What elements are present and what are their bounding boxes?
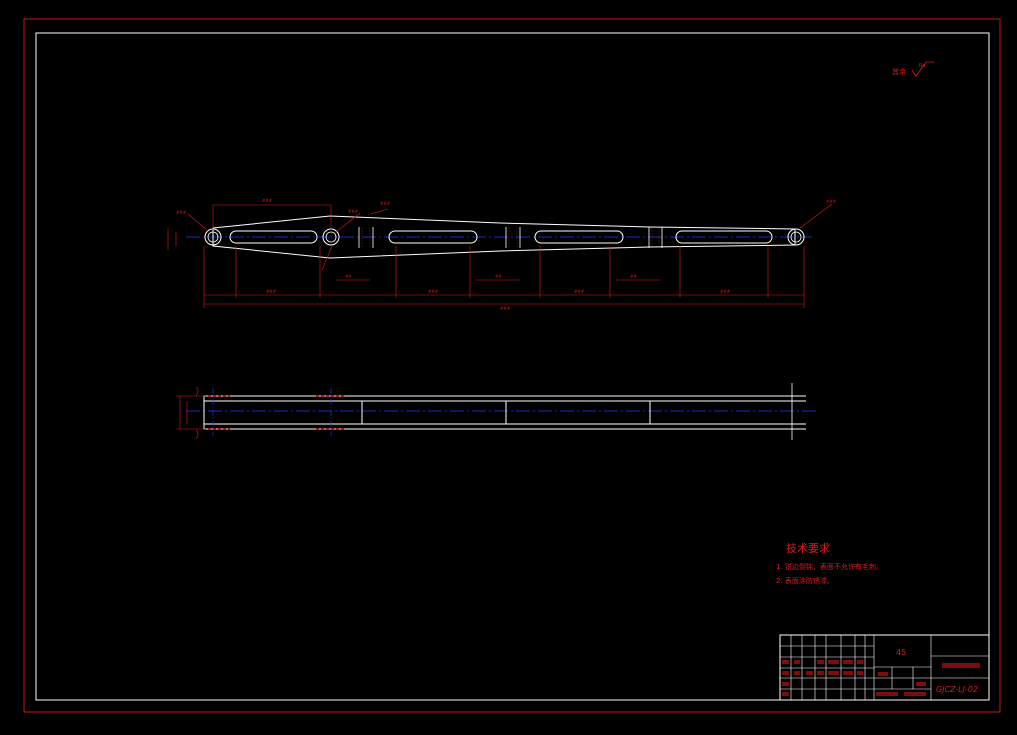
tech-title: 技术要求 bbox=[786, 542, 830, 555]
front-view-dimensions bbox=[167, 203, 833, 308]
drawing-number: GJCZ-LJ-02 bbox=[936, 685, 978, 694]
svg-text:###: ### bbox=[380, 201, 391, 206]
svg-text:###: ### bbox=[574, 289, 585, 294]
svg-text:###: ### bbox=[826, 199, 837, 204]
svg-text:###: ### bbox=[428, 289, 439, 294]
title-block: 45 GJCZ-LJ-02 bbox=[779, 634, 990, 701]
svg-text:###: ### bbox=[262, 198, 273, 203]
tech-item-1: 1. 锐边倒钝，表面不允许有毛刺。 bbox=[776, 562, 883, 571]
plan-view-dimensions bbox=[176, 386, 206, 440]
material-value: 45 bbox=[896, 648, 906, 657]
link-bar-front-view bbox=[186, 215, 812, 259]
svg-text:###: ### bbox=[176, 210, 187, 215]
tech-item-2: 2. 表面涂防锈漆。 bbox=[776, 576, 834, 585]
svg-text:###: ### bbox=[720, 289, 731, 294]
link-bar-plan-view bbox=[186, 383, 818, 440]
svg-text:##: ## bbox=[495, 274, 502, 279]
svg-text:##: ## bbox=[630, 274, 637, 279]
technical-requirements: 技术要求 1. 锐边倒钝，表面不允许有毛刺。 2. 表面涂防锈漆。 bbox=[776, 542, 883, 585]
roughness-symbol-top-right: 其余 Ra bbox=[892, 61, 934, 77]
part-name-field bbox=[942, 663, 980, 668]
inner-drawing-frame bbox=[35, 32, 990, 701]
svg-text:###: ### bbox=[500, 306, 511, 311]
front-view-dim-values: ### ### ### ### ### ### ### ### ### ### … bbox=[176, 198, 837, 311]
svg-text:###: ### bbox=[266, 289, 277, 294]
svg-text:其余: 其余 bbox=[892, 67, 906, 76]
outer-sheet-border bbox=[23, 18, 1001, 713]
svg-text:##: ## bbox=[345, 274, 352, 279]
svg-text:Ra: Ra bbox=[919, 63, 925, 69]
title-block-small-cells bbox=[782, 660, 926, 696]
svg-text:###: ### bbox=[348, 209, 359, 214]
